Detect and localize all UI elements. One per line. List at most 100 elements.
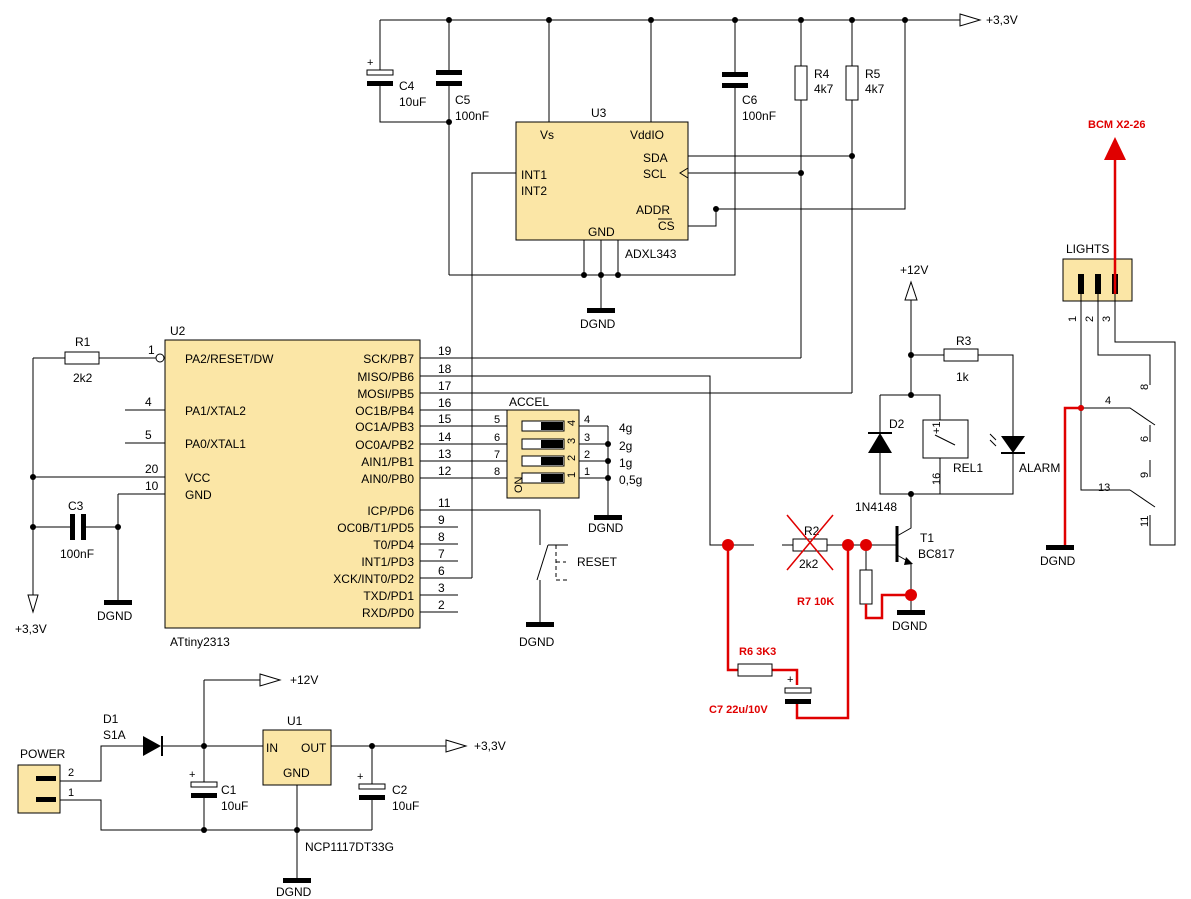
c5-ref: C5 [455,93,471,107]
u2-right-wiring: RESET DGND [420,357,852,649]
resistor-r5: R5 4k7 [845,20,885,393]
capacitor-c4: + C4 10uF [366,20,449,123]
u2-pin-name: MISO/PB6 [357,370,414,384]
bcm-label: BCM X2-26 [1088,119,1145,131]
accel-right-pin: 2 [584,449,590,461]
relay-driver-section: +12V R3 1k D2 1N4148 +1 16 REL1 ALARM T1… [728,263,1060,633]
svg-text:+: + [189,769,195,781]
rel1-pin16: 16 [931,473,943,485]
power-pin1: 1 [68,787,74,799]
u2-pin-num: 13 [438,447,452,461]
accel-right-pin: 4 [584,414,590,426]
u2-pin-name: XCK/INT0/PD2 [333,572,414,586]
u2-pin-name: INT1/PD3 [361,555,414,569]
r4-value: 4k7 [814,82,834,96]
r3-ref: R3 [956,334,972,348]
svg-text:+: + [787,674,793,686]
power-supply-section: POWER 2 1 D1 S1A +12V + C1 10uF U1 IN OU… [17,673,506,899]
u2-ref: U2 [170,324,186,338]
rail-label-3v3-bottom: +3,3V [474,739,506,753]
rail-label-3v3-top: +3,3V [986,13,1018,27]
t1-ref: T1 [920,531,934,545]
capacitor-c6: C6 100nF [449,20,776,276]
r3-value: 1k [956,370,970,384]
accel-left-pin: 8 [494,466,500,478]
reset-gnd-label: DGND [519,635,555,649]
u2-pin-num: 11 [438,496,451,510]
r2-ref: R2 [804,524,820,538]
u2-pin-name: GND [185,488,212,502]
u2-pin-name: MOSI/PB5 [357,387,414,401]
u2-pin-num: 14 [438,430,452,444]
u3-pin-vs: Vs [540,128,554,142]
relay-contact-pin: 8 [1139,384,1151,390]
u3-pin-gnd: GND [588,225,615,239]
u2-pin-num: 18 [438,362,452,376]
u2-pin-name: PA2/RESET/DW [185,352,274,366]
c2-value: 10uF [392,799,419,813]
u2-pin-num: 16 [438,396,452,410]
u2-pin-num: 15 [438,412,452,426]
u2-pin-name: T0/PD4 [373,538,414,552]
svg-text:+: + [357,771,363,783]
power-pin2: 2 [68,767,74,779]
u2-pin-name: PA1/XTAL2 [185,404,246,418]
u2-left-pins: 1PA2/RESET/DW4PA1/XTAL25PA0/XTAL120VCC10… [33,343,274,502]
u3-pin-scl: SCL [643,167,667,181]
relay-contact-pin: 9 [1139,472,1151,478]
relay-contact-pin: 13 [1098,482,1110,494]
u2-pin-num: 2 [438,598,445,612]
u2-pin-name: OC0A/PB2 [355,438,414,452]
accel-range-value: 2g [619,439,632,453]
c5-value: 100nF [455,109,489,123]
u2-pin-name: VCC [185,471,211,485]
u2-gnd-label: DGND [97,609,133,623]
lights-pin3: 3 [1101,316,1113,322]
u2-pin-num: 3 [438,581,445,595]
u1-pin-out: OUT [301,741,327,755]
u3-part: ADXL343 [625,247,677,261]
u2-pin-num: 17 [438,379,452,393]
u2-pin-num: 6 [438,564,445,578]
rel1-pin-plus: +1 [931,421,943,434]
r1-ref: R1 [75,335,91,349]
u1-pin-in: IN [266,741,278,755]
r2-removed-cross [786,514,834,571]
u3-pin-int2: INT2 [521,184,547,198]
accel-left-pin: 7 [494,449,500,461]
u2-pin-name: OC0B/T1/PD5 [337,521,414,535]
accelerometer-u3: U3 Vs VddIO INT1 INT2 SDA SCL ADDR CS GN… [471,20,852,578]
u2-part: ATtiny2313 [170,635,230,649]
d1-ref: D1 [103,712,119,726]
u2-pin-num: 5 [145,428,152,442]
u2-pin-num: 20 [145,462,159,476]
c6-ref: C6 [742,93,758,107]
u2-pin-name: RXD/PD0 [362,606,414,620]
relay-contact-pin: 4 [1105,395,1111,407]
accel-title: ACCEL [509,395,549,409]
relay-contact-pin: 11 [1139,516,1151,527]
u2-pin-name: PA0/XTAL1 [185,437,246,451]
u2-pin-num: 9 [438,513,445,527]
u2-pin-num: 7 [438,547,445,561]
r7-label: R7 10K [797,596,834,608]
accel-switch-num: 2 [566,455,578,461]
u3-pin-addr: ADDR [636,203,670,217]
accel-left-pin: 6 [494,432,500,444]
c4-value: 10uF [399,95,426,109]
lights-gnd-label: DGND [1040,554,1076,568]
u1-gnd-label: DGND [276,885,312,899]
u3-pin-sda: SDA [643,151,668,165]
u2-pin-num: 1 [148,343,155,357]
c1-value: 10uF [221,799,248,813]
d2-part: 1N4148 [855,500,897,514]
accel-right-pin: 3 [584,432,590,444]
u3-pin-int1: INT1 [521,168,547,182]
r1-value: 2k2 [73,371,93,385]
u2-pin-name: SCK/PB7 [363,352,414,366]
reset-pullup-section: R1 2k2 +3,3V C3 100nF DGND [15,335,165,636]
accel-range-value: 4g [619,421,632,435]
